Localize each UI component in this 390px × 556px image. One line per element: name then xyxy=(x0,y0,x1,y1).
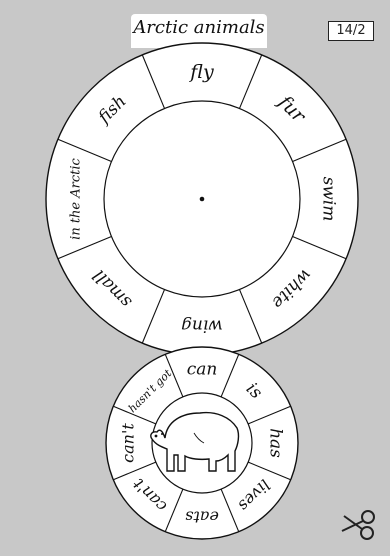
small-wheel-segment-label[interactable]: eats xyxy=(185,508,219,527)
small-wheel-segment-label[interactable]: has xyxy=(266,428,286,458)
small-wheel-segment-label[interactable]: can xyxy=(187,360,218,380)
small-wheel-segment-label[interactable]: can't xyxy=(119,423,138,463)
scissors-icon xyxy=(338,504,380,542)
